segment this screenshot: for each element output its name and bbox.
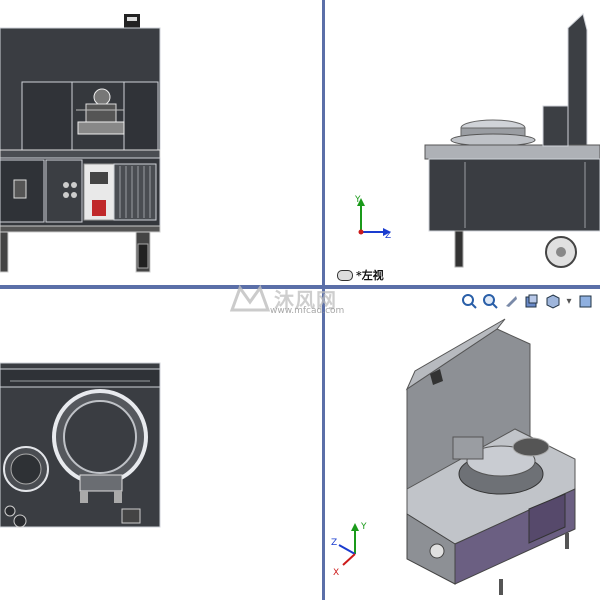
back-gutter [0,368,161,388]
view-orientation-icon[interactable] [544,292,562,310]
left-view-label: *左视 [356,269,384,282]
cabinet-side [428,158,600,232]
side-frame [123,81,159,151]
heads-up-toolbar: ▾ [460,292,594,310]
front-view-drawing [0,14,161,273]
zoom-to-fit-icon[interactable] [460,292,478,310]
display-screen [90,172,108,184]
vent-panel [113,163,157,221]
previous-view-icon[interactable] [502,292,520,310]
top-view-drawing [0,362,161,528]
inner-panel [21,81,73,151]
axis-triad-iso: Y Z X [331,522,367,578]
countertop-side [424,144,600,160]
viewport-top[interactable] [0,289,322,600]
burner-body [85,103,117,123]
viewport-left[interactable]: Y Z [325,0,600,285]
red-valve [92,200,106,216]
left-view-drawing: Y Z [354,13,600,268]
view-label: *左视 [337,267,384,283]
wok-support [79,474,123,492]
viewport-front[interactable] [0,0,322,285]
back-splash [567,13,588,146]
axis-z-label: Z [385,231,391,241]
iso-caster [429,543,445,559]
display-style-icon[interactable] [576,292,594,310]
viewport-iso[interactable]: Y Z X [325,289,600,600]
section-view-icon[interactable] [523,292,541,310]
leg [454,230,464,268]
burner-ring [77,121,125,135]
axis-triad-side: Y Z [354,195,391,241]
countertop [0,149,161,159]
viewport-vertical-splitter[interactable] [322,0,325,600]
iso-view-drawing: Y Z X [331,318,576,595]
zoom-to-area-icon[interactable] [481,292,499,310]
iso-axis-x-label: X [333,568,339,578]
lower-mid-compartment [45,159,83,223]
view-link-icon [337,269,353,281]
viewport-horizontal-splitter[interactable] [0,285,600,289]
burner-head [93,88,111,106]
control-box-label [127,17,137,21]
axis-y-label: Y [354,195,361,205]
iso-axis-y-label: Y [360,522,367,532]
iso-axis-z-label: Z [331,538,337,548]
toolbar-dropdown-icon[interactable]: ▾ [566,295,572,307]
base-rail [0,225,161,233]
caster-left [0,231,9,273]
